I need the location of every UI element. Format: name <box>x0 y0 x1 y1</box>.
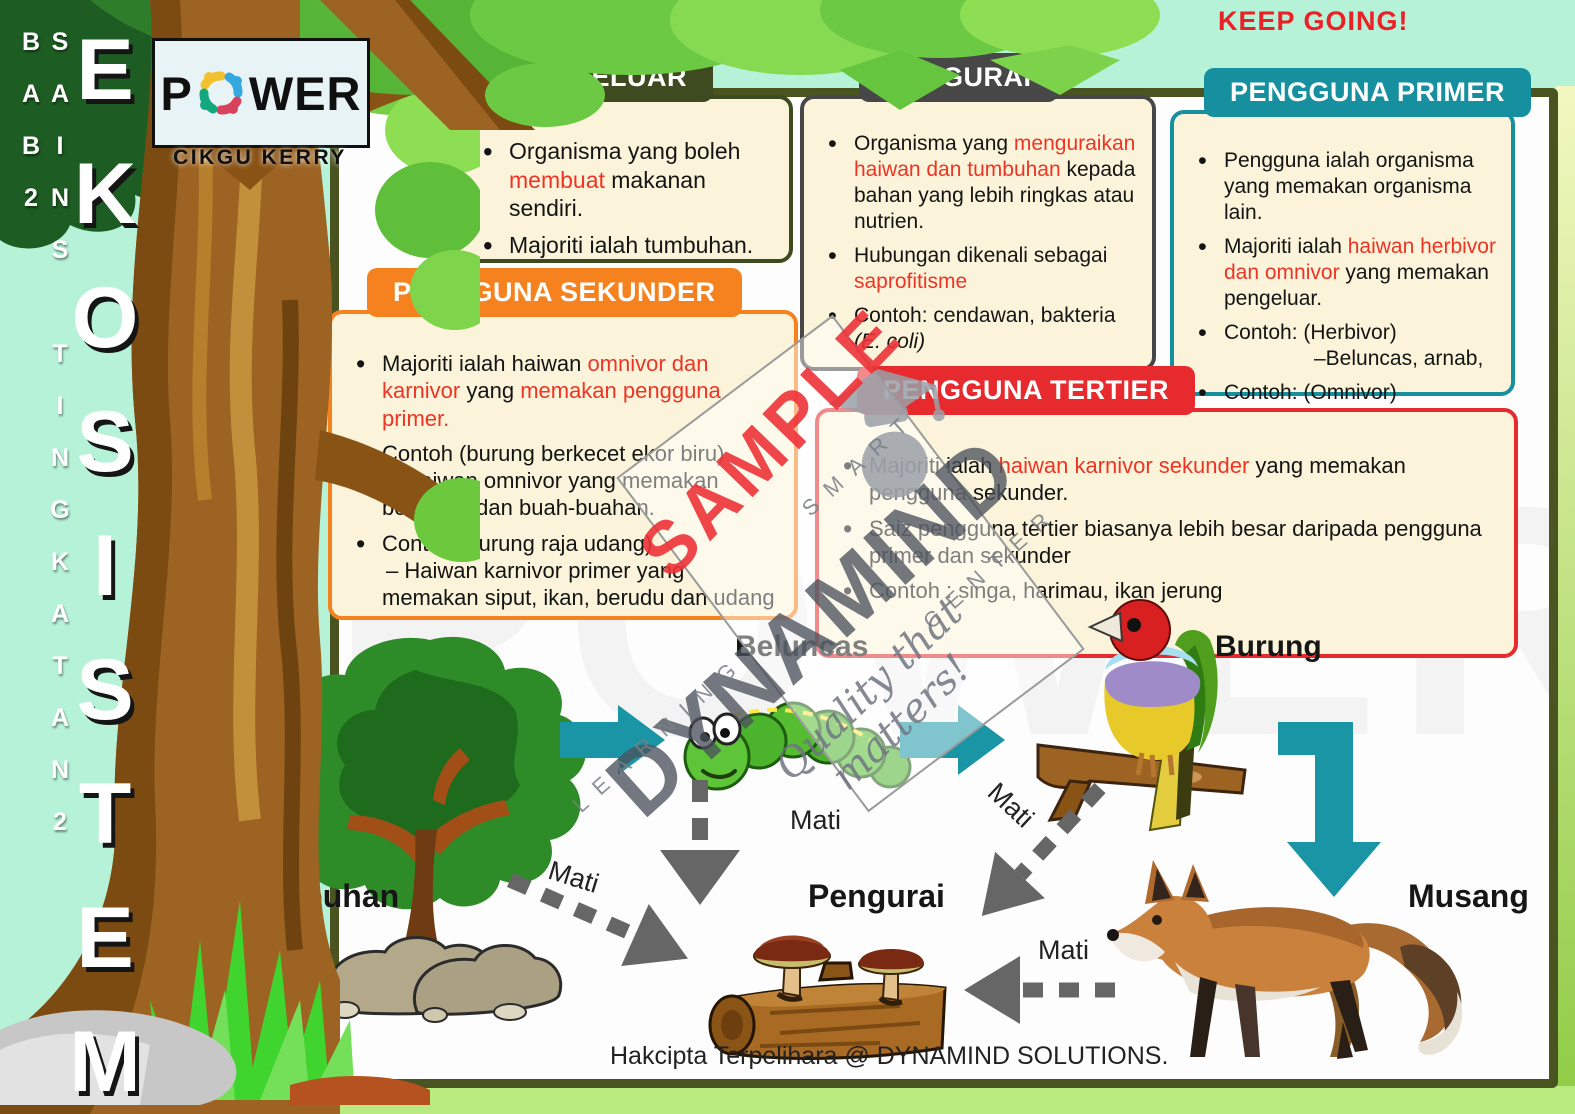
bullet-list: Majoriti ialah haiwan karnivor sekunder … <box>819 412 1514 620</box>
logo-letter-p: P <box>160 66 193 120</box>
dashed-arrow-diagonal-icon <box>981 782 1106 916</box>
arrow-beluncas-to-burung <box>900 705 1010 780</box>
bullet-item: Contoh (burung raja udang)– Haiwan karni… <box>352 528 780 612</box>
mati-arrow-beluncas <box>635 775 795 920</box>
graduation-cap-icon <box>817 351 962 524</box>
right-edge-strip <box>1556 86 1575 1114</box>
mati-arrow-burung <box>950 780 1130 945</box>
caterpillar-icon <box>683 701 912 791</box>
dashed-arrow-left-icon <box>964 956 1115 1024</box>
bullet-list: Organisma yang menguraikan haiwan dan tu… <box>804 99 1152 371</box>
logo-letters-wer: WER <box>248 66 362 120</box>
pengguna-primer-box: PENGGUNA PRIMER Pengguna ialah organisma… <box>1170 68 1532 430</box>
bullet-item: Saiz pengguna tertier biasanya lebih bes… <box>839 513 1500 570</box>
left-tree-decoration <box>0 0 510 1114</box>
bullet-item: Organisma yang menguraikan haiwan dan tu… <box>824 129 1138 235</box>
bullet-item: Majoriti ialah haiwan herbivor dan omniv… <box>1194 232 1497 312</box>
arrow-burung-to-musang <box>1278 722 1388 907</box>
arrow-right-icon <box>560 705 665 775</box>
bullet-item: Contoh: (Herbivor)–Beluncas, arnab, <box>1194 318 1497 372</box>
bullet-item: Hubungan dikenali sebagai saprofitisme <box>824 241 1138 295</box>
arrow-down-icon <box>1278 722 1381 897</box>
fox-illustration <box>1105 852 1475 1067</box>
bird-icon <box>1036 599 1247 832</box>
label-beluncas: Beluncas <box>735 630 869 663</box>
bullet-item: Majoriti ialah haiwan omnivor dan karniv… <box>352 348 780 432</box>
bullet-item: Pengguna ialah organisma yang memakan or… <box>1194 146 1497 226</box>
course-vertical-title: SAINS TINGKATAN2 BAB2 <box>17 28 74 860</box>
fox-icon <box>1107 860 1463 1059</box>
power-logo: P WER <box>152 38 370 148</box>
top-branch-decoration <box>240 0 1180 135</box>
bullet-list: Pengguna ialah organisma yang memakan or… <box>1174 114 1511 448</box>
mushroom-log-icon <box>708 935 947 1060</box>
pengeluar-box: PENGELUAR Organisma yang boleh membuat m… <box>455 53 793 263</box>
mati-arrow-musang <box>950 940 1130 1045</box>
tree-trunk-icon <box>0 0 510 1114</box>
ekosistem-vertical-title: EKOSISTEM <box>57 22 153 1114</box>
keep-going-text: KEEP GOING! <box>1218 6 1409 36</box>
arrow-tumbuhan-to-beluncas <box>560 705 670 780</box>
pengguna-primer-header: PENGGUNA PRIMER <box>1204 68 1532 117</box>
decomposer-log-illustration <box>700 918 965 1078</box>
leaves-icon <box>240 0 1160 130</box>
bird-illustration <box>1030 585 1270 840</box>
dashed-arrow-down-icon <box>660 780 740 905</box>
mati-label: Mati <box>1038 935 1090 965</box>
label-pengurai: Pengurai <box>808 878 945 914</box>
arrow-right-icon <box>900 705 1005 775</box>
label-burung: Burung <box>1215 630 1322 663</box>
bullet-item: Majoriti ialah tumbuhan. <box>479 229 775 263</box>
mati-arrow-tumbuhan <box>495 855 725 990</box>
mati-label: Mati <box>790 805 842 835</box>
logo-subtitle: CIKGU KERRY <box>173 146 347 169</box>
bullet-list: Organisma yang boleh membuat makanan sen… <box>459 99 789 275</box>
bullet-item: Organisma yang boleh membuat makanan sen… <box>479 135 775 223</box>
power-ring-icon <box>199 71 243 115</box>
label-musang: Musang <box>1408 878 1529 914</box>
bullet-item: Contoh : singa, harimau, ikan jerung <box>839 575 1500 608</box>
copyright-text: Hakcipta Terpelihara @ DYNAMIND SOLUTION… <box>610 1042 1169 1070</box>
dashed-arrow-diagonal-icon <box>506 873 688 967</box>
bullet-item: Contoh: cendawan, bakteria (E. coli) <box>824 301 1138 355</box>
caterpillar-illustration <box>665 685 930 800</box>
